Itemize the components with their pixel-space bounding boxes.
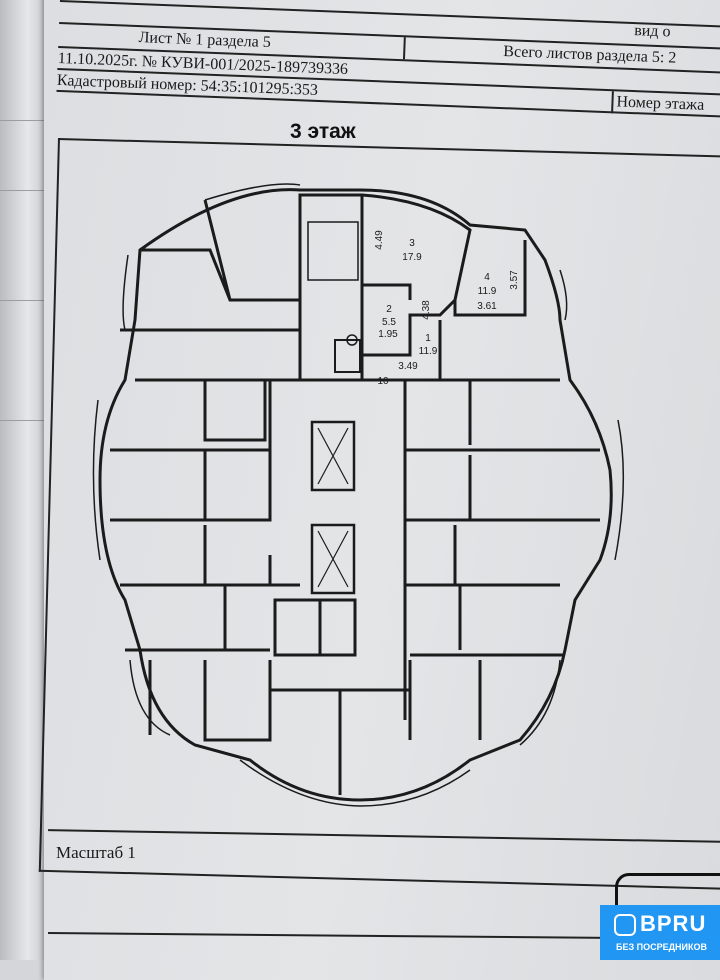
- bpru-logo-icon: [614, 914, 636, 936]
- watermark-badge: BPRU БЕЗ ПОСРЕДНИКОВ: [600, 905, 720, 960]
- watermark-tagline: БЕЗ ПОСРЕДНИКОВ: [616, 942, 707, 952]
- document-page: [44, 0, 720, 980]
- binder-edge: [0, 0, 46, 960]
- dim-1-95: 1.95: [378, 329, 398, 340]
- room-10-label: 10: [377, 376, 389, 387]
- room-3-area: 17.9: [402, 252, 422, 263]
- room-3-number: 3: [409, 238, 415, 249]
- room-2-number: 2: [386, 304, 392, 315]
- dim-3-49: 3.49: [398, 361, 418, 372]
- dim-3-57: 3.57: [509, 270, 520, 290]
- dim-4-38: 4.38: [421, 300, 432, 320]
- room-4-area: 11.9: [478, 286, 497, 297]
- room-1-number: 1: [425, 333, 431, 344]
- room-2-area: 5.5: [382, 317, 396, 328]
- watermark-brand: BPRU: [640, 911, 707, 936]
- building-outline: [98, 188, 613, 802]
- dim-4-49: 4.49: [374, 230, 385, 250]
- floor-plan: 3 17.9 4 11.9 2 5.5 1 11.9 4.49 4.38 1.9…: [92, 183, 625, 807]
- floor-title: 3 этаж: [290, 120, 356, 143]
- dim-3-61: 3.61: [477, 301, 497, 312]
- room-4-number: 4: [484, 272, 490, 283]
- room-1-area: 11.9: [419, 346, 438, 357]
- scale-label: Масштаб 1: [56, 843, 136, 862]
